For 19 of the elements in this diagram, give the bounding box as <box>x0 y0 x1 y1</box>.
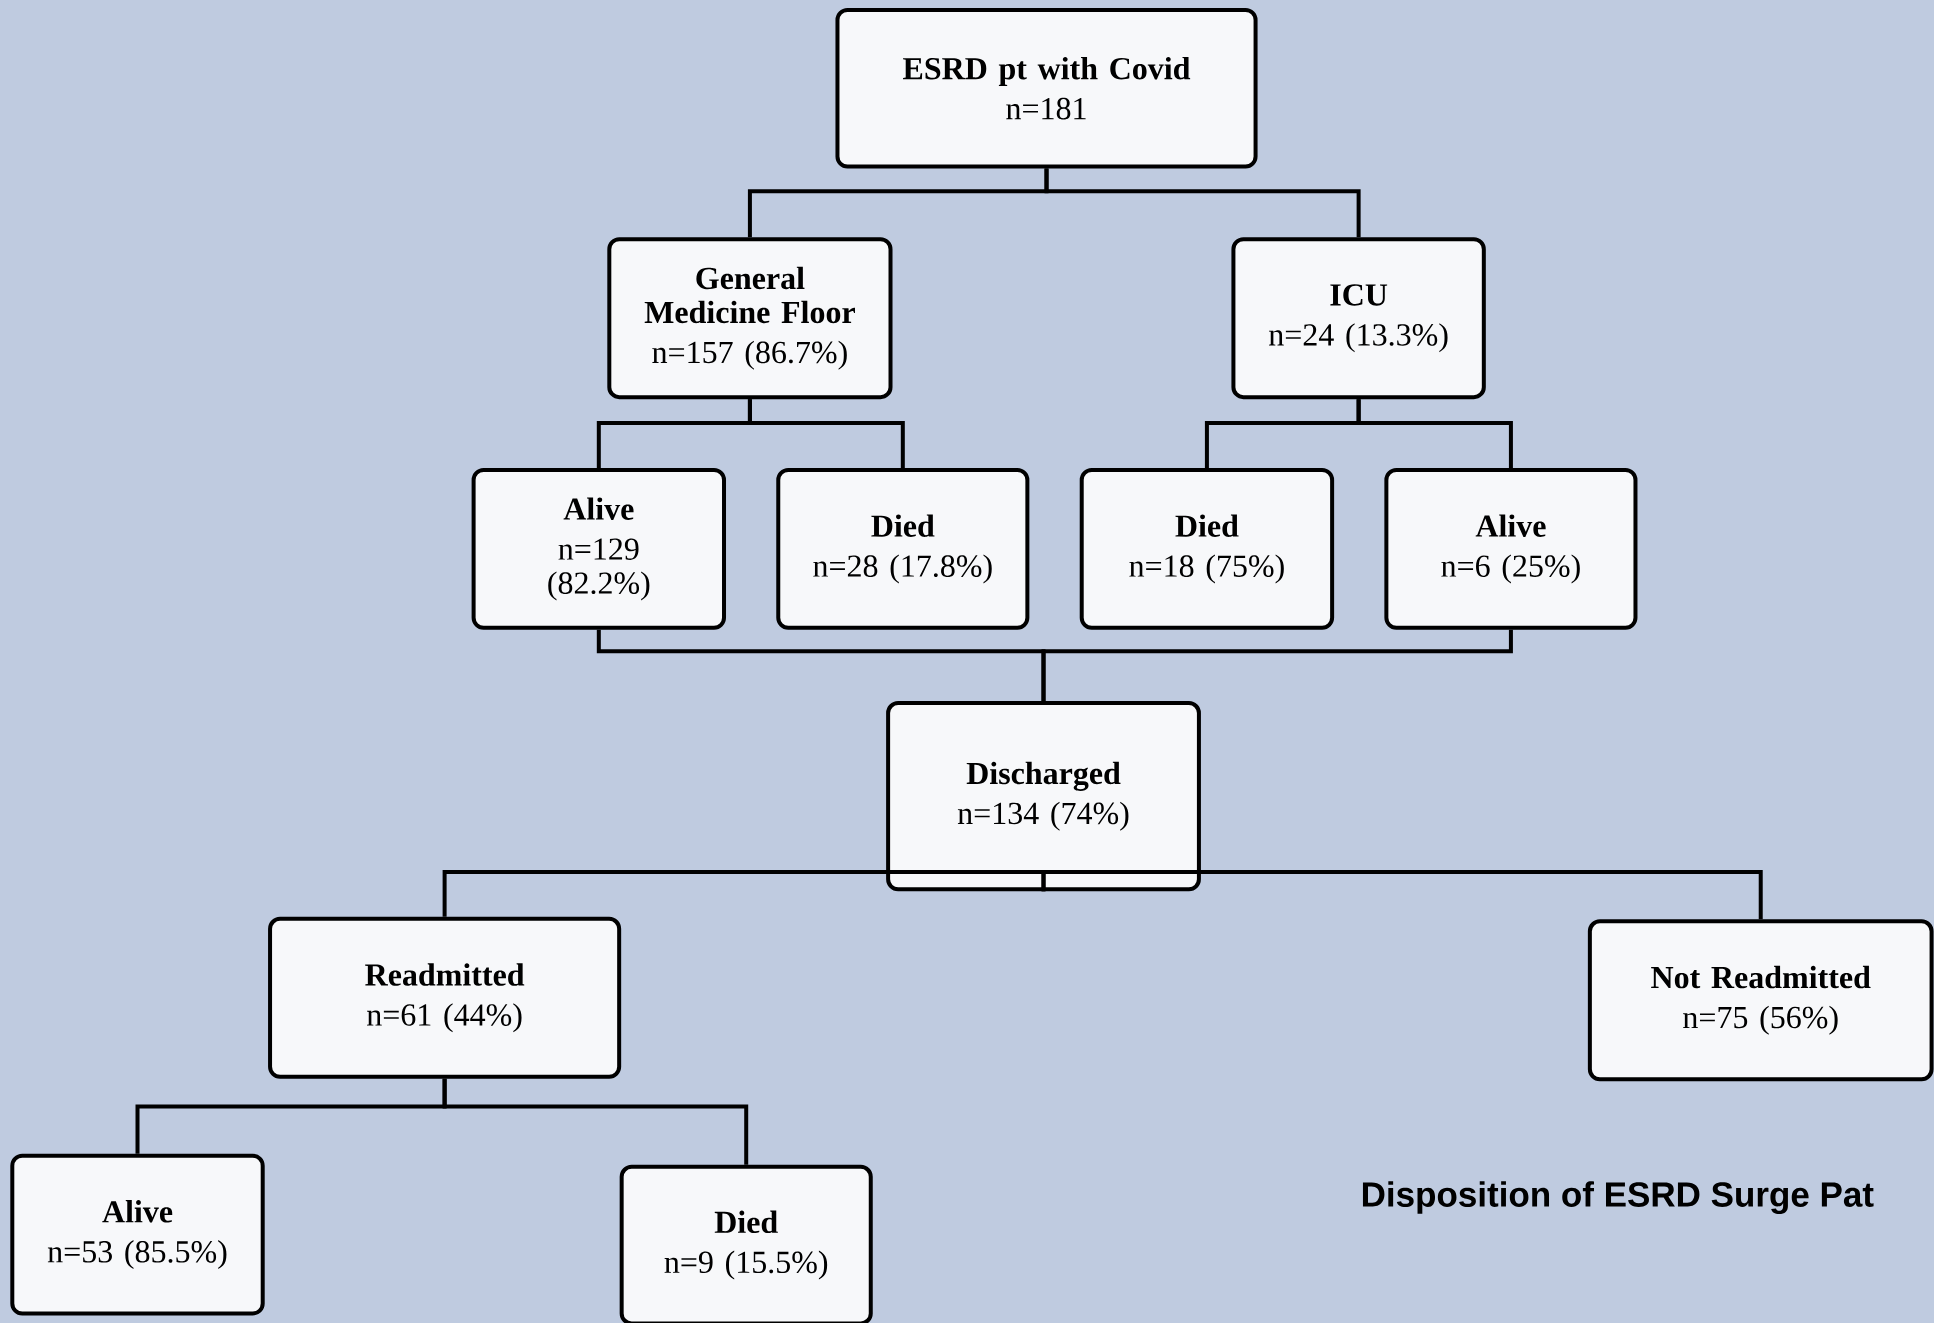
box: Alive n=53 (85.5%) <box>10 1153 265 1316</box>
box: Alive n=6 (25%) <box>1384 467 1638 630</box>
connector <box>1041 870 1763 920</box>
connector <box>1356 399 1513 468</box>
box: ESRD pt with Covid n=181 <box>835 7 1258 169</box>
box: Died n=18 (75%) <box>1079 467 1335 630</box>
box: Not Readmitted n=75 (56%) <box>1587 919 1934 1082</box>
box: Died n=9 (15.5%) <box>619 1164 873 1323</box>
connector <box>1041 629 1513 702</box>
connector <box>442 1078 749 1165</box>
connector <box>1044 168 1361 238</box>
box: General Medicine Floor n=157 (86.7%) <box>607 237 893 400</box>
caption: Disposition of ESRD Surge Pat <box>1362 1181 1874 1214</box>
box: Died n=28 (17.8%) <box>776 467 1030 630</box>
box: Alive n=129 (82.2%) <box>471 467 726 630</box>
box: Readmitted n=61 (44%) <box>268 916 622 1079</box>
box: Discharged n=134 (74%) <box>886 701 1201 892</box>
connector <box>747 399 905 468</box>
box: ICU n=24 (13.3%) <box>1231 237 1486 400</box>
